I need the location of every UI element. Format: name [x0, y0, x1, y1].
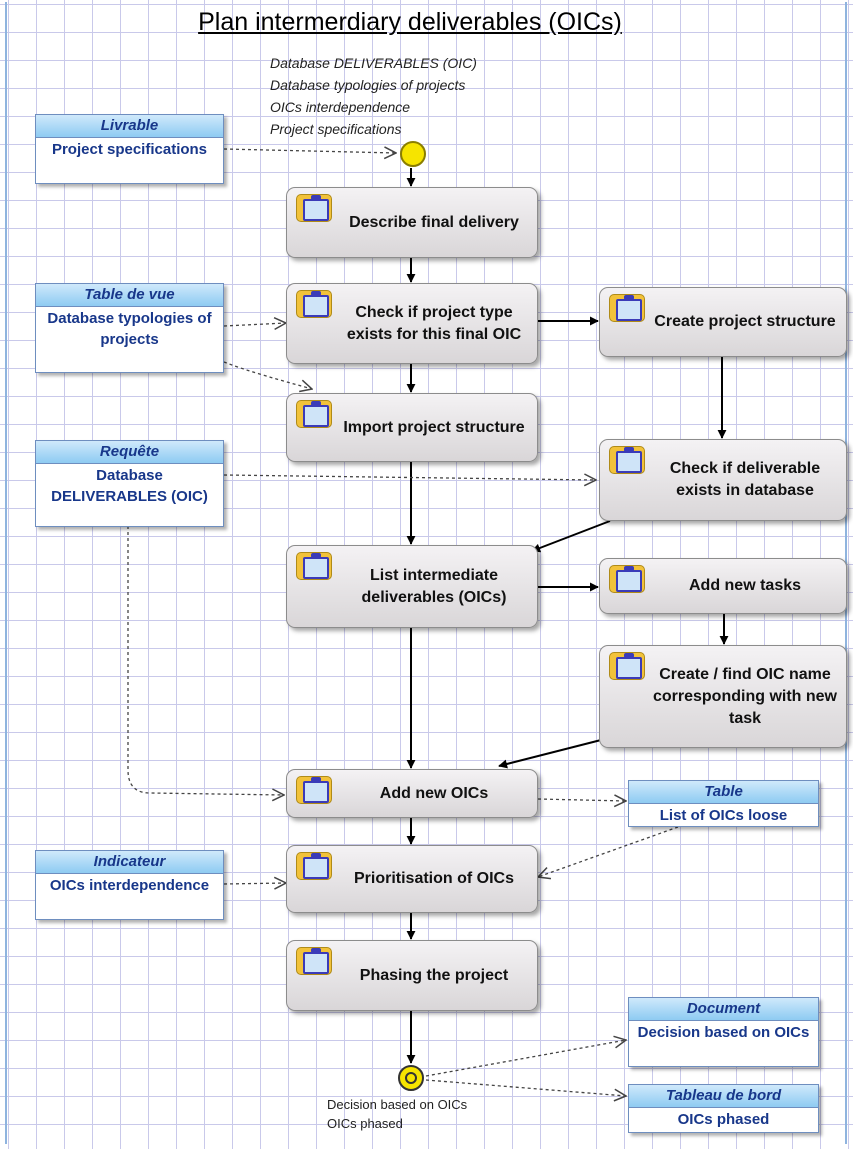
task-create-find-oic-name[interactable]: Create / find OIC name corresponding wit… — [599, 645, 847, 748]
clipboard-icon — [609, 652, 645, 680]
task-label: Check if deliverable exists in database — [669, 460, 821, 499]
task-label: Add new tasks — [688, 577, 802, 594]
clipboard-icon — [296, 852, 332, 880]
resource-name: Project specifications — [51, 141, 208, 158]
start-input-label: Database DELIVERABLES (OIC) — [270, 55, 477, 71]
resource-type: Requête — [36, 441, 223, 464]
task-prioritisation-of-oics[interactable]: Prioritisation of OICs — [286, 845, 538, 913]
resource-type: Indicateur — [36, 851, 223, 874]
clipboard-icon — [296, 194, 332, 222]
task-label: List intermediate deliverables (OICs) — [361, 566, 507, 606]
assoc-requete-to-check-deliverable — [223, 475, 596, 480]
start-input-label: Database typologies of projects — [270, 77, 466, 93]
task-label: Add new OICs — [379, 784, 489, 802]
clipboard-icon — [296, 400, 332, 428]
task-label: Create / find OIC name corresponding wit… — [652, 665, 837, 727]
clipboard-icon — [609, 294, 645, 322]
resource-table[interactable]: Table List of OICs loose — [628, 780, 819, 827]
task-list-intermediate-deliverables[interactable]: List intermediate deliverables (OICs) — [286, 545, 538, 628]
resource-name: OICs interdependence — [49, 877, 210, 894]
start-input-label: Project specifications — [270, 121, 402, 137]
resource-document[interactable]: Document Decision based on OICs — [628, 997, 819, 1067]
start-event[interactable] — [400, 141, 426, 167]
task-label: Prioritisation of OICs — [353, 870, 514, 887]
task-label: Check if project type exists for this fi… — [346, 303, 522, 343]
assoc-add-oics-to-table — [537, 799, 626, 801]
end-output-label: OICs phased — [327, 1116, 403, 1131]
end-event[interactable] — [398, 1065, 424, 1091]
resource-type: Livrable — [36, 115, 223, 138]
start-event-inputs: Database DELIVERABLES (OIC) Database typ… — [270, 52, 570, 140]
resource-name: Decision based on OICs — [637, 1024, 810, 1041]
flow-check-deliverable-to-list — [531, 520, 611, 553]
resource-name: Database DELIVERABLES (OIC) — [51, 467, 208, 505]
task-describe-final-delivery[interactable]: Describe final delivery — [286, 187, 538, 258]
clipboard-icon — [296, 290, 332, 318]
clipboard-icon — [296, 947, 332, 975]
resource-name: Database typologies of projects — [47, 310, 212, 348]
resource-type: Tableau de bord — [629, 1085, 818, 1108]
resource-table-de-vue[interactable]: Table de vue Database typologies of proj… — [35, 283, 224, 373]
task-label: Phasing the project — [359, 966, 509, 984]
resource-type: Table de vue — [36, 284, 223, 307]
assoc-table-to-prioritise — [538, 826, 679, 877]
assoc-table-vue-to-import — [223, 361, 312, 389]
task-add-new-tasks[interactable]: Add new tasks — [599, 558, 847, 614]
clipboard-icon — [609, 446, 645, 474]
assoc-table-vue-to-check-type — [223, 323, 286, 326]
resource-tableau-de-bord[interactable]: Tableau de bord OICs phased — [628, 1084, 819, 1133]
clipboard-icon — [296, 552, 332, 580]
task-label: Import project structure — [343, 418, 525, 436]
assoc-end-to-document — [425, 1040, 626, 1077]
resource-livrable[interactable]: Livrable Project specifications — [35, 114, 224, 184]
diagram-title: Plan intermerdiary deliverables (OICs) — [198, 8, 622, 36]
resource-requete[interactable]: Requête Database DELIVERABLES (OIC) — [35, 440, 224, 527]
task-import-project-structure[interactable]: Import project structure — [286, 393, 538, 462]
end-output-label: Decision based on OICs — [327, 1097, 468, 1112]
assoc-requete-to-add-oics — [127, 526, 284, 795]
task-label: Describe final delivery — [349, 213, 519, 231]
assoc-indicateur-to-prioritise — [223, 883, 286, 884]
resource-type: Table — [629, 781, 818, 804]
flow-find-oic-to-add-oics — [498, 739, 602, 769]
task-check-deliverable-exists[interactable]: Check if deliverable exists in database — [599, 439, 847, 521]
task-check-project-type[interactable]: Check if project type exists for this fi… — [286, 283, 538, 364]
clipboard-icon — [609, 565, 645, 593]
resource-type: Document — [629, 998, 818, 1021]
task-phasing-the-project[interactable]: Phasing the project — [286, 940, 538, 1011]
task-create-project-structure[interactable]: Create project structure — [599, 287, 847, 357]
resource-indicateur[interactable]: Indicateur OICs interdependence — [35, 850, 224, 920]
task-add-new-oics[interactable]: Add new OICs — [286, 769, 538, 818]
assoc-end-to-tableau — [425, 1079, 626, 1096]
assoc-livrable-to-start — [223, 149, 396, 153]
task-label: Create project structure — [654, 313, 836, 330]
end-event-outputs: Decision based on OICs OICs phased — [327, 1095, 527, 1133]
clipboard-icon — [296, 776, 332, 804]
resource-name: List of OICs loose — [659, 807, 788, 824]
resource-name: OICs phased — [677, 1111, 770, 1128]
start-input-label: OICs interdependence — [270, 99, 411, 115]
